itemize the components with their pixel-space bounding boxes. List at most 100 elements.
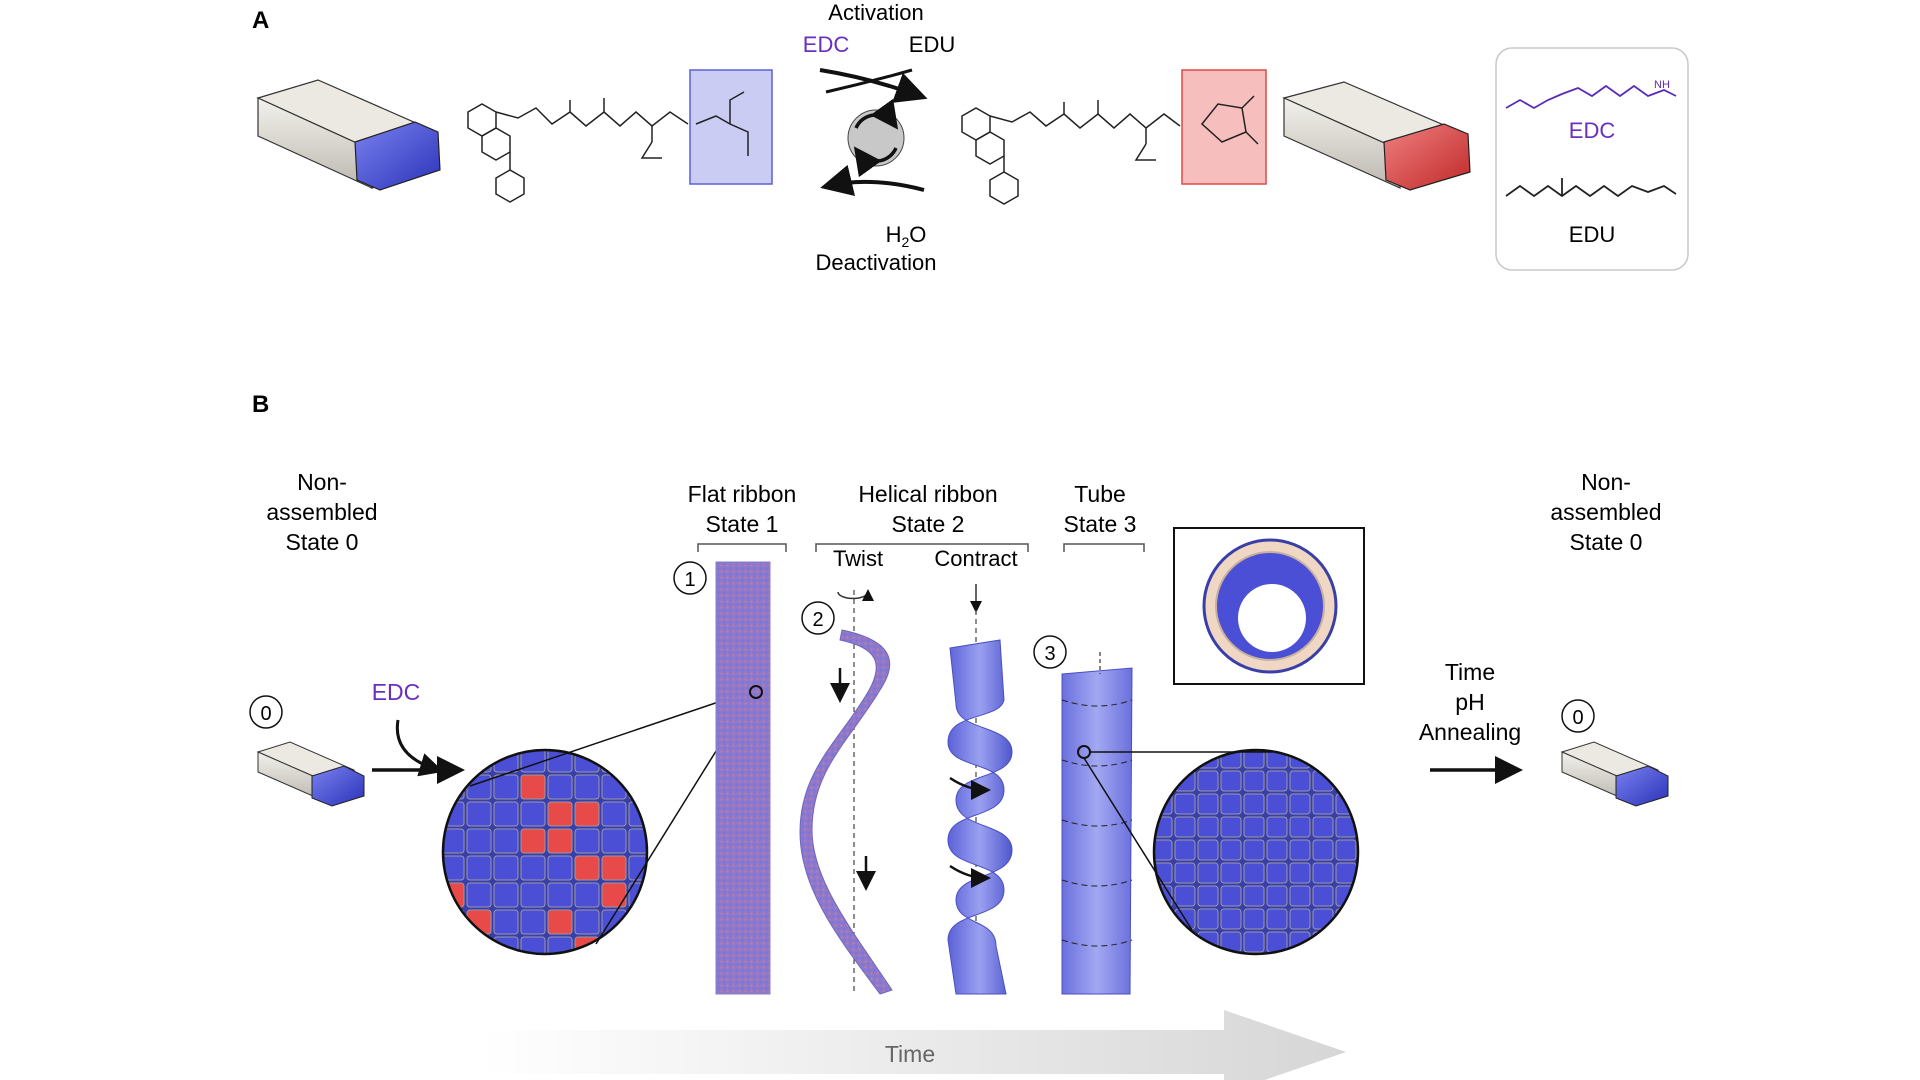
inactive-block [1154,750,1173,769]
edc-addition-label: EDC [372,679,421,705]
inactive-block [443,909,465,935]
inactive-block [1243,816,1265,838]
inactive-block [1289,908,1311,930]
inactive-block [601,750,627,773]
inactive-block [1335,885,1357,907]
inactive-block [574,882,600,908]
inactive-block [1220,793,1242,815]
inactive-block [1154,839,1173,861]
activated-block [601,882,627,908]
step-number-0-left: 0 [260,703,271,725]
inactive-block [1243,862,1265,884]
inactive-block [547,936,573,954]
inactive-block [601,828,627,854]
eraser-inactive-icon [256,79,441,191]
panel-a-label: A [252,7,269,34]
inactive-block [1335,839,1357,861]
inactive-block [574,909,600,935]
edc-n-symbol: NH [1654,79,1670,91]
inactive-block [1289,770,1311,792]
carboxylate-highlight-box [689,69,773,185]
activation-arrow [819,68,928,103]
inactive-block [1154,931,1173,953]
inactive-block [1312,750,1334,769]
inactive-block [1197,885,1219,907]
inactive-block [493,882,519,908]
activated-block [520,774,546,800]
inactive-block [466,855,492,881]
left-state-line1: Non- [297,469,347,495]
inactive-block [1197,839,1219,861]
inactive-block [601,801,627,827]
water-label: H2O [886,222,927,250]
inactive-block [1154,770,1173,792]
inactive-block [1220,816,1242,838]
inactive-block [1266,862,1288,884]
anhydride-ring [1200,95,1259,145]
inactive-block [1174,816,1196,838]
deactivation-label: Deactivation [815,250,936,275]
anhydride-highlight-box [1181,69,1267,185]
inactive-block [601,909,627,935]
inactive-block [1289,862,1311,884]
inactive-block [1312,816,1334,838]
inactive-block [493,774,519,800]
step-number-0-right: 0 [1572,707,1583,729]
activated-block [574,855,600,881]
tube-state: State 3 [1064,511,1137,537]
edc-structure-label: EDC [1569,118,1616,143]
inactive-block [547,774,573,800]
inactive-block [466,801,492,827]
inactive-block [1289,816,1311,838]
right-state-line1: Non- [1581,469,1631,495]
edu-structure-label: EDU [1569,222,1615,247]
inactive-block [1243,885,1265,907]
step-marker-0-right [1561,699,1595,733]
deactivation-arrow [820,164,925,197]
step-number-2: 2 [812,609,823,631]
inactive-block [1335,750,1357,769]
twist-label: Twist [833,546,883,571]
helix-rotation-arrow-lower [949,864,991,888]
contract-label: Contract [934,546,1017,571]
inactive-block [1174,931,1196,953]
condition-time: Time [1445,659,1495,685]
right-state-line2: assembled [1550,499,1661,525]
inactive-block [1220,770,1242,792]
inactive-block [520,882,546,908]
inactive-block [1243,750,1265,769]
inactive-block [443,936,465,954]
tube [1061,667,1133,995]
inactive-block [520,855,546,881]
inactive-block [1312,793,1334,815]
inactive-block [1289,931,1311,953]
condition-annealing: Annealing [1419,719,1521,745]
inactive-block [1266,839,1288,861]
step-number-3: 3 [1044,643,1055,665]
zoom-line-left-top [469,689,755,787]
panel-b-label: B [252,391,269,418]
edc-structure [1505,84,1677,110]
inactive-block [1220,885,1242,907]
inactive-block [493,750,519,773]
peptide-molecule-active [961,100,1181,205]
step-marker-3 [1033,635,1067,669]
time-arrow [480,1010,1346,1080]
inactive-block [1174,839,1196,861]
edc-curved-arrow [395,719,444,777]
tube-bracket [1063,543,1145,552]
edc-reagent-label: EDC [803,32,850,57]
inactive-block [1154,908,1173,930]
tube-cross-section-inset [1173,527,1365,685]
inactive-block [628,750,647,773]
flat-ribbon-zoom-point [749,685,763,699]
activated-block [547,801,573,827]
inactive-block [1220,908,1242,930]
inactive-block [1197,816,1219,838]
zoom-circle-left-outline [441,748,649,956]
edu-structure [1505,184,1677,198]
inactive-block [493,909,519,935]
inactive-block [1243,908,1265,930]
activated-block [547,909,573,935]
inactive-block [520,936,546,954]
